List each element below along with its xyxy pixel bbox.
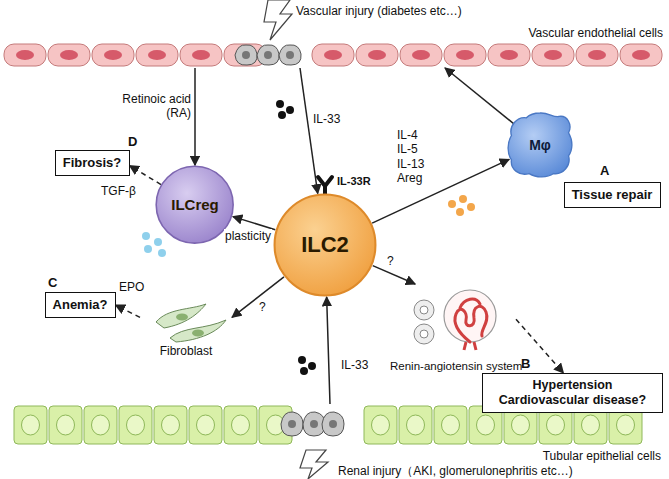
edge-label: IL-33 bbox=[340, 358, 369, 372]
figure-label: Fibroblast bbox=[140, 344, 232, 358]
shape-outline bbox=[390, 284, 516, 372]
callout-letter: C bbox=[48, 275, 57, 291]
callout-letter: A bbox=[600, 163, 609, 179]
cell-label: ILCreg bbox=[171, 196, 219, 213]
receptor-symbol bbox=[318, 177, 332, 196]
edge-label: IL-4 IL-5 IL-13 Areg bbox=[396, 128, 434, 186]
arrow bbox=[372, 159, 509, 223]
endothelial-band: Vascular endothelial cells bbox=[0, 24, 669, 68]
band-label: Tubular epithelial cells bbox=[543, 449, 661, 463]
lightning-bolt bbox=[300, 450, 328, 479]
fibroblast-figure: Fibroblast bbox=[140, 300, 232, 358]
dashed-arrow bbox=[130, 166, 161, 185]
arrow bbox=[233, 217, 275, 230]
box-label: Fibrosis? bbox=[63, 155, 122, 171]
figure-label: Renin-angiotensin system bbox=[390, 360, 516, 372]
outcome-box: Tissue repair bbox=[564, 182, 661, 208]
edge-label: plasticity bbox=[224, 229, 272, 243]
box-label: Tissue repair bbox=[572, 187, 653, 203]
box-label: Hypertension Cardiovascular disease? bbox=[490, 378, 655, 408]
outcome-box: Hypertension Cardiovascular disease? bbox=[482, 373, 663, 413]
cytokine-dots bbox=[448, 195, 475, 216]
injury-label: Renal injury（AKI, glomerulonephritis etc… bbox=[338, 464, 573, 478]
macrophage-cell: Mφ bbox=[506, 111, 574, 179]
edge-label: ? bbox=[386, 254, 395, 268]
edge-label: EPO bbox=[118, 280, 145, 294]
arrow bbox=[232, 277, 284, 317]
callout-letter: B bbox=[521, 356, 530, 372]
injury-label: Vascular injury (diabetes etc…) bbox=[296, 4, 462, 18]
outcome-box: Anemia? bbox=[45, 292, 116, 318]
receptor-label: IL-33R bbox=[337, 175, 371, 188]
band-label: Vascular endothelial cells bbox=[528, 26, 663, 40]
renin-angiotensin-figure: Renin-angiotensin system bbox=[390, 284, 516, 372]
edge-label: IL-33 bbox=[312, 112, 341, 126]
edge-label: TGF-β bbox=[100, 184, 137, 198]
callout-letter: D bbox=[128, 134, 137, 150]
cell-label: ILC2 bbox=[301, 232, 349, 258]
ilcreg-cell: ILCreg bbox=[155, 165, 234, 244]
dashed-arrow bbox=[116, 305, 141, 317]
lightning-bolt bbox=[264, 0, 292, 40]
outcome-box: Fibrosis? bbox=[55, 150, 130, 176]
edge-label: Retinoic acid (RA) bbox=[118, 92, 192, 121]
tgf-dots bbox=[142, 232, 166, 257]
ilc2-cell: ILC2 bbox=[273, 193, 377, 297]
arrow bbox=[300, 68, 318, 194]
cell-label: Mφ bbox=[529, 137, 551, 153]
tubular-band: Tubular epithelial cells bbox=[0, 404, 669, 466]
arrow bbox=[373, 266, 415, 284]
arrow bbox=[327, 297, 330, 404]
dashed-arrow bbox=[516, 319, 563, 373]
arrow bbox=[194, 68, 196, 165]
edge-label: ? bbox=[258, 300, 267, 314]
box-label: Anemia? bbox=[53, 297, 108, 313]
arrow bbox=[445, 68, 514, 124]
